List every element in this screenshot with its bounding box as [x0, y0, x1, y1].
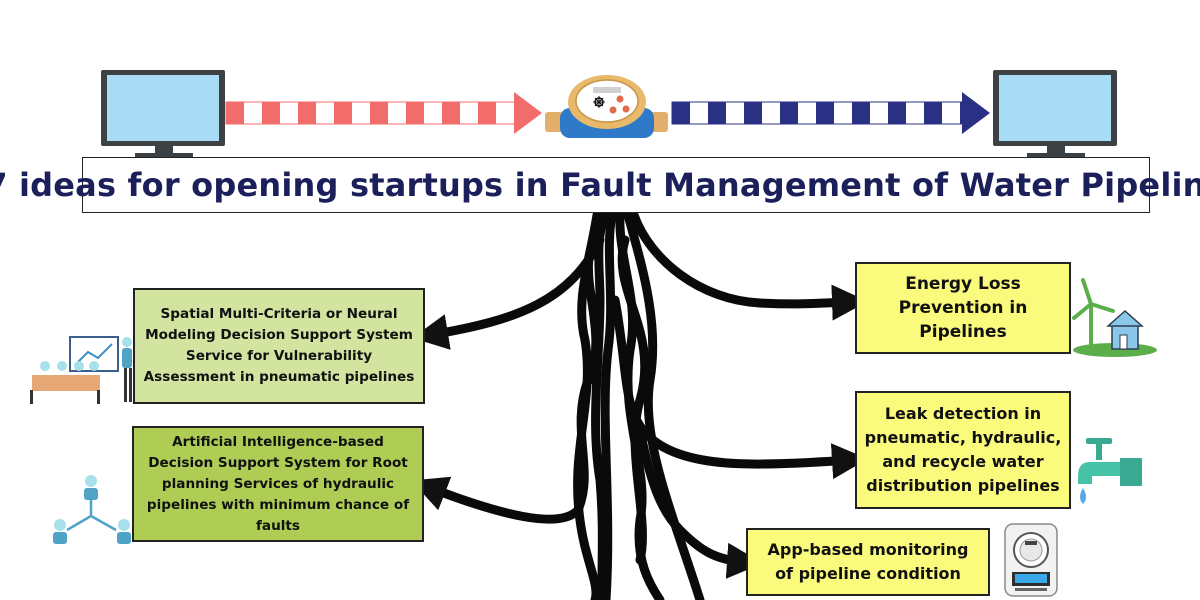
- blue-data-arrow: [671, 92, 990, 134]
- right-monitor-icon: [993, 70, 1117, 157]
- title-box: 7 ideas for opening startups in Fault Ma…: [0, 157, 1200, 213]
- idea-label-ai-root-planning: Artificial Intelligence-based Decision S…: [146, 433, 410, 534]
- smart-meter-icon: [1004, 523, 1058, 597]
- idea-box-energy-loss: Energy Loss Prevention in Pipelines: [855, 262, 1071, 354]
- left-monitor-icon: [101, 70, 225, 157]
- idea-label-app-monitoring: App-based monitoring of pipeline conditi…: [767, 540, 969, 583]
- water-tap-icon: [1078, 438, 1142, 504]
- team-network-icon: [53, 475, 131, 544]
- tangled-connector-ropes: [411, 210, 868, 600]
- wind-turbine-house-icon: [1072, 278, 1157, 357]
- red-data-arrow: [225, 92, 542, 134]
- idea-box-app-monitoring: App-based monitoring of pipeline conditi…: [746, 528, 990, 596]
- idea-box-spatial-vulnerability: Spatial Multi-Criteria or Neural Modelin…: [133, 288, 425, 404]
- idea-label-leak-detection: Leak detection in pneumatic, hydraulic, …: [864, 404, 1062, 495]
- idea-box-ai-root-planning: Artificial Intelligence-based Decision S…: [132, 426, 424, 542]
- idea-box-leak-detection: Leak detection in pneumatic, hydraulic, …: [855, 391, 1071, 509]
- page-title: 7 ideas for opening startups in Fault Ma…: [0, 166, 1200, 204]
- idea-label-energy-loss: Energy Loss Prevention in Pipelines: [898, 274, 1028, 342]
- water-meter-icon: [545, 75, 668, 138]
- idea-label-spatial-vulnerability: Spatial Multi-Criteria or Neural Modelin…: [143, 306, 415, 385]
- presentation-meeting-icon: [30, 336, 132, 404]
